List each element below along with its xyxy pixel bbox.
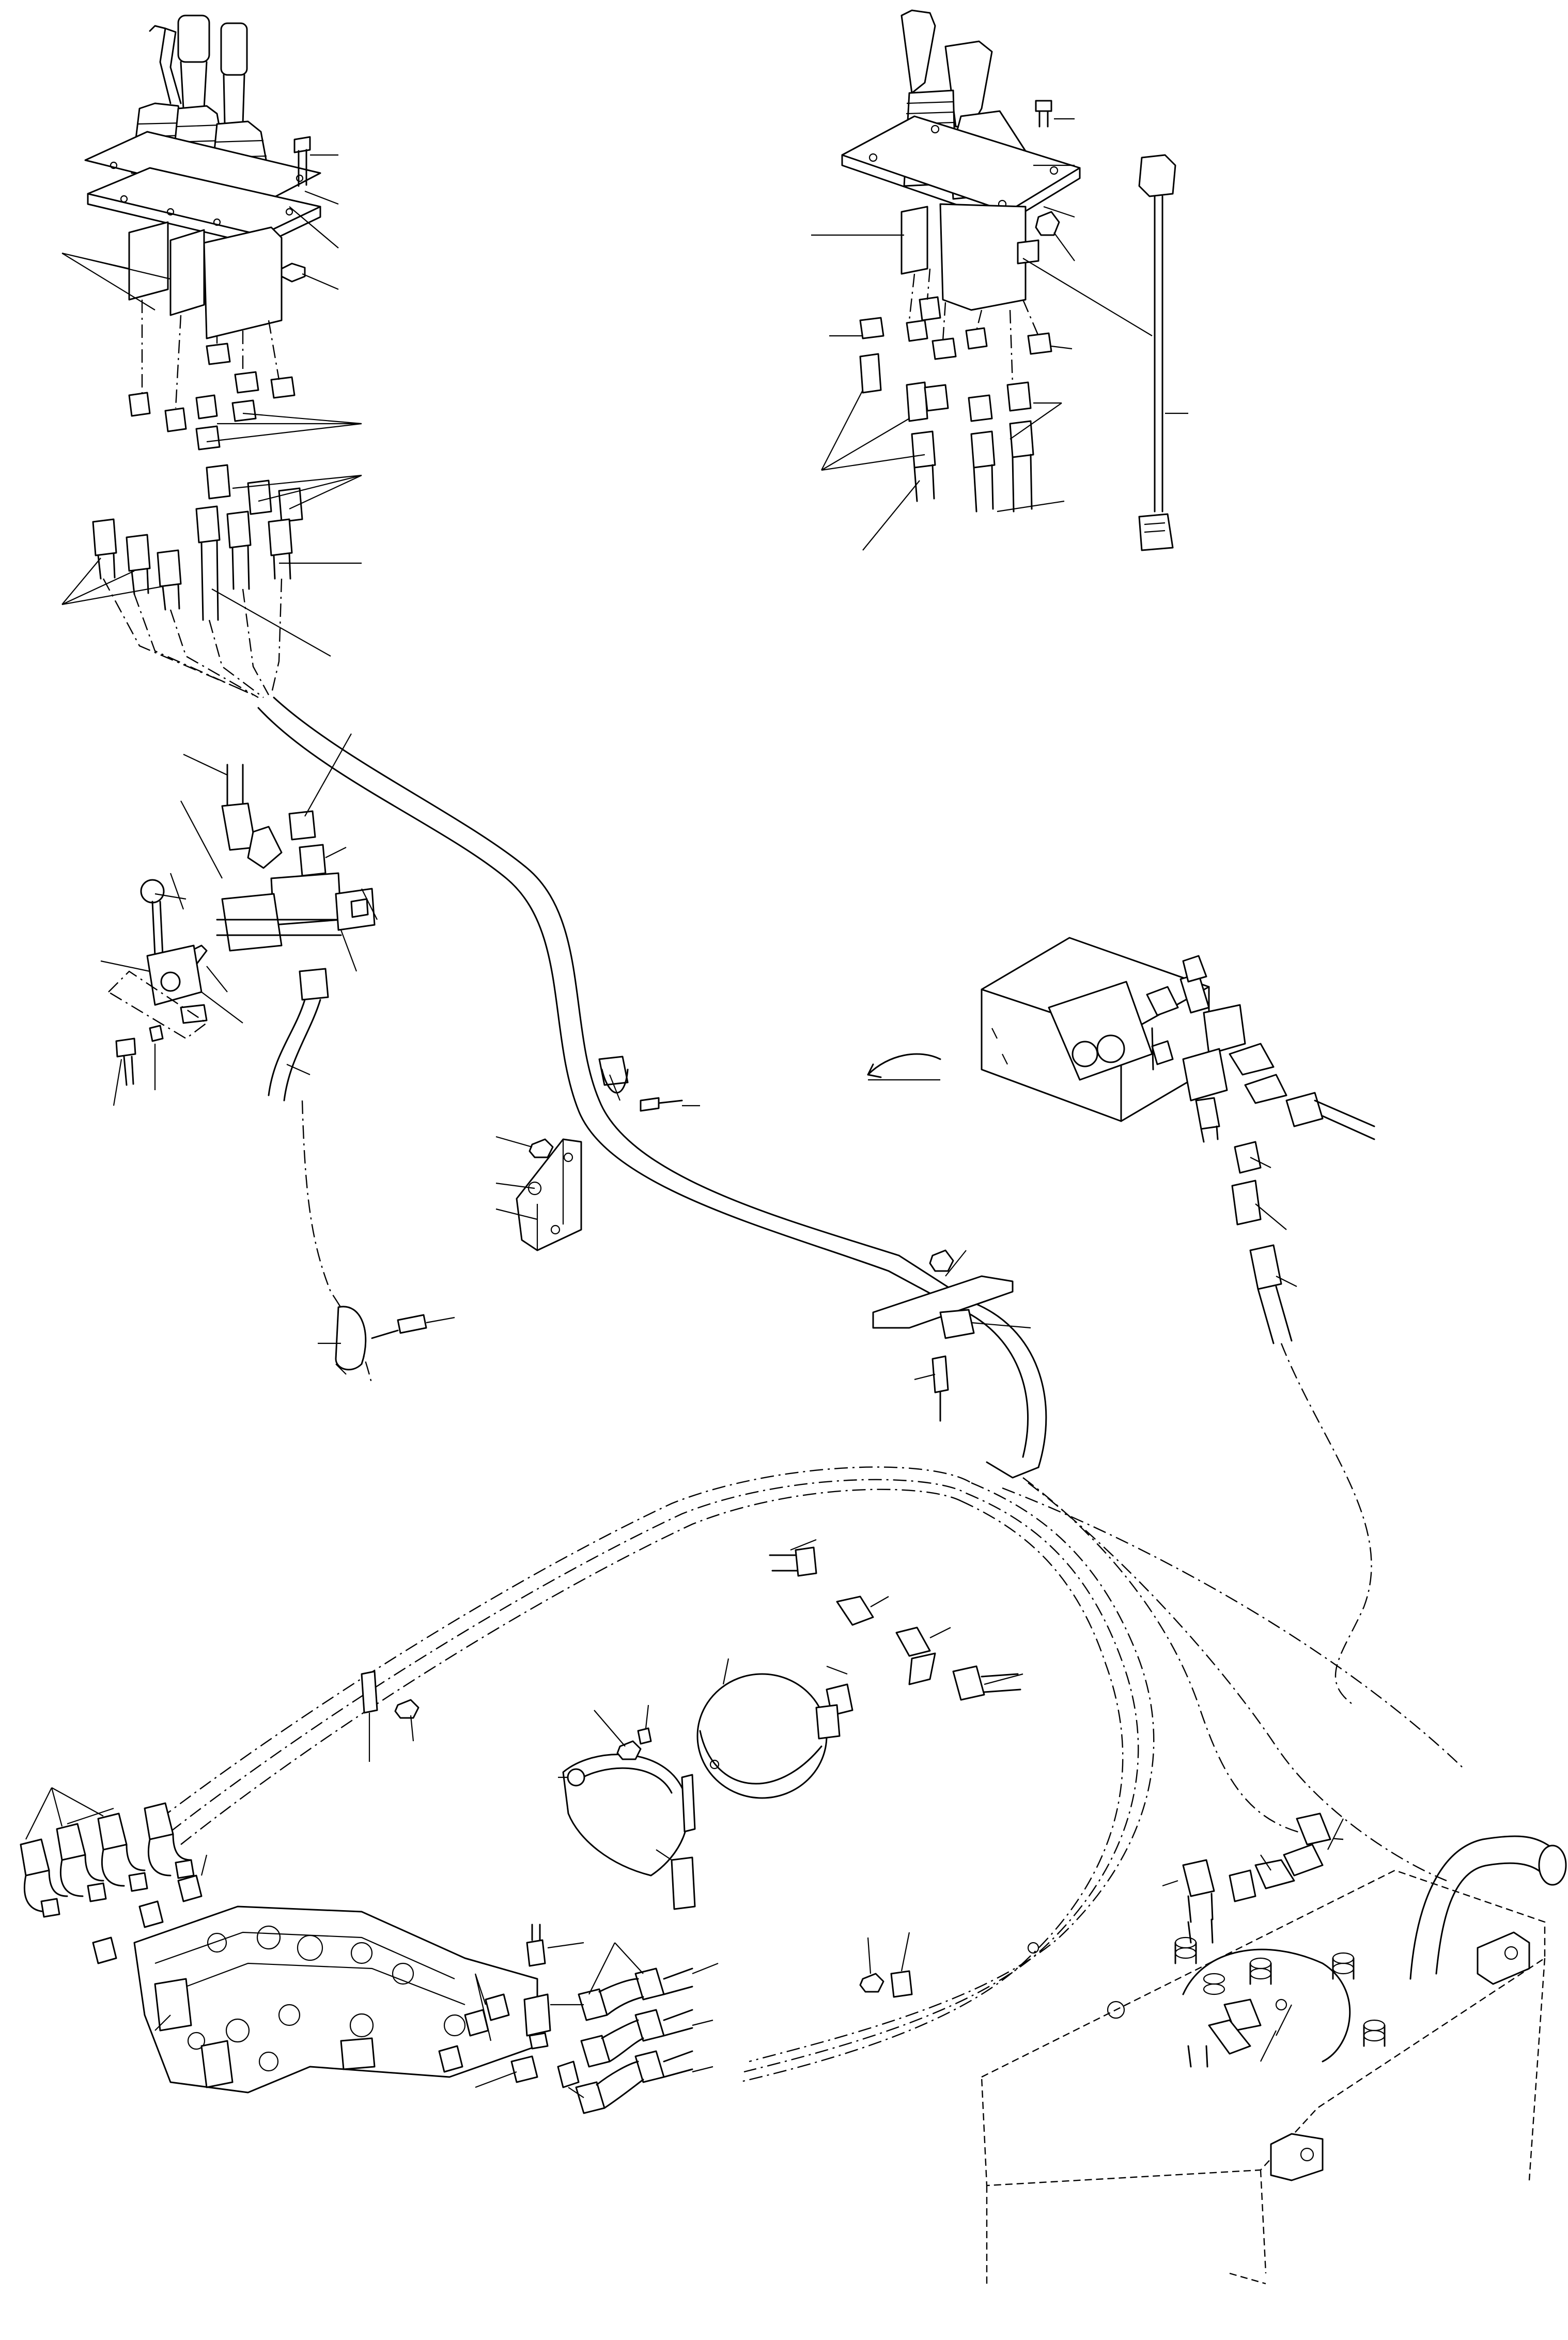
rotation-arrow-icon <box>867 1053 941 1081</box>
pilot-hose-bundle <box>160 1466 1463 2083</box>
fittings-left-upper <box>92 343 303 587</box>
left-joystick-assembly <box>61 14 362 699</box>
hydraulic-tank-assembly <box>981 1812 1567 2285</box>
accumulator-assembly <box>558 1539 1023 1910</box>
hose-clamp-left <box>318 1306 455 1375</box>
pilot-manifold-assembly <box>981 937 1375 1344</box>
electrical-harness <box>1138 154 1176 551</box>
hose-clamp-lower <box>859 1932 913 1998</box>
control-valve-assembly <box>20 1787 719 2114</box>
fittings-right-upper <box>859 296 1052 469</box>
right-joystick-assembly <box>811 9 1188 551</box>
lock-valve-assembly <box>100 733 378 1106</box>
main-hose-run <box>257 696 1047 1479</box>
